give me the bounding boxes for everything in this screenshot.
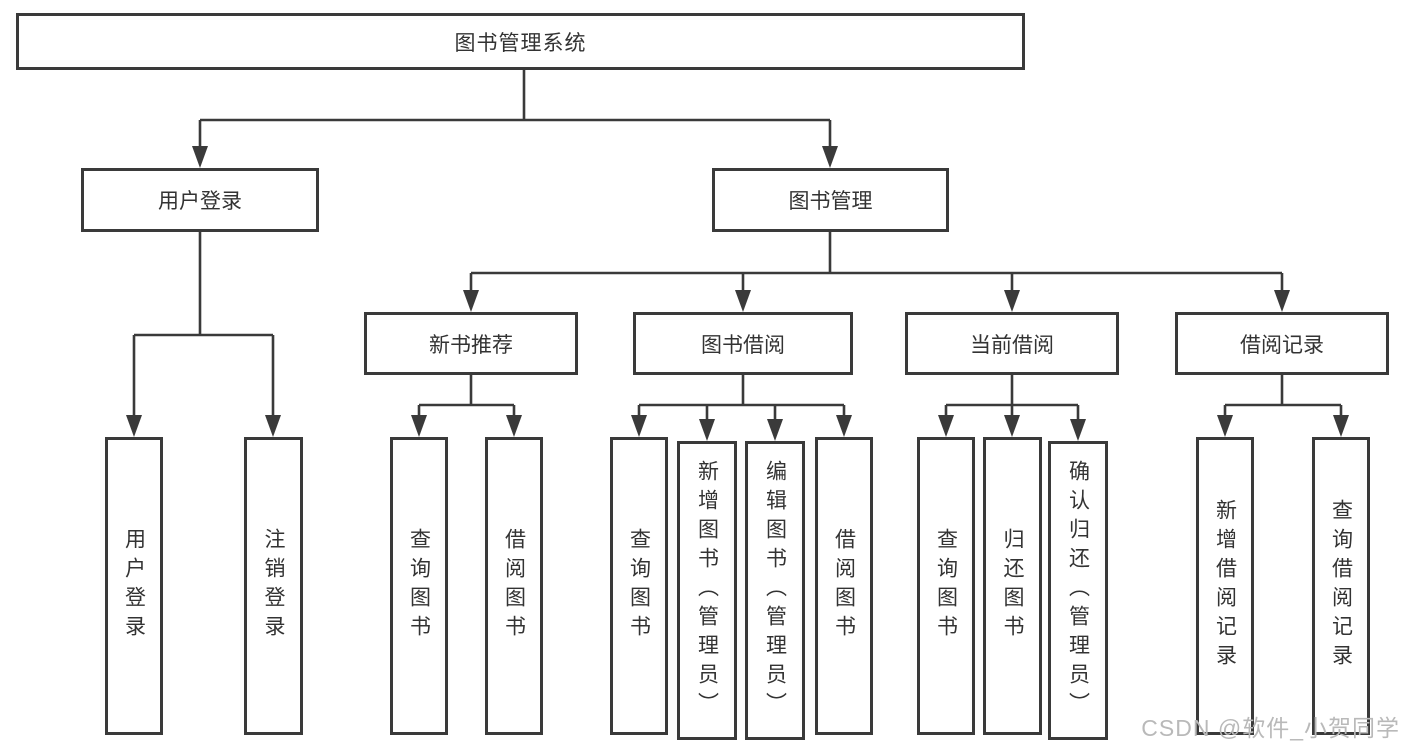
arrow-icon — [126, 415, 142, 437]
node-current-borrowing: 当前借阅 — [905, 312, 1119, 375]
arrow-icon — [1004, 415, 1020, 437]
leaf-query-books-2: 查询图书 — [610, 437, 668, 735]
arrow-icon — [265, 415, 281, 437]
node-new-book-recommendation: 新书推荐 — [364, 312, 578, 375]
leaf-query-borrow-record: 查询借阅记录 — [1312, 437, 1370, 735]
arrow-icon — [192, 146, 208, 168]
arrow-icon — [822, 146, 838, 168]
arrow-icon — [1004, 290, 1020, 312]
leaf-return-books: 归还图书 — [983, 437, 1042, 735]
watermark: CSDN @软件_小贺同学 — [1141, 715, 1400, 741]
leaf-borrow-books: 借阅图书 — [485, 437, 543, 735]
leaf-query-books-3: 查询图书 — [917, 437, 975, 735]
arrow-icon — [735, 290, 751, 312]
arrow-icon — [1217, 415, 1233, 437]
leaf-edit-books-admin: 编辑图书（管理员） — [745, 441, 805, 740]
leaf-confirm-return-admin: 确认归还（管理员） — [1048, 441, 1108, 740]
arrow-icon — [699, 419, 715, 441]
arrow-icon — [767, 419, 783, 441]
arrow-icon — [1333, 415, 1349, 437]
node-book-management: 图书管理 — [712, 168, 949, 232]
node-user-login: 用户登录 — [81, 168, 319, 232]
arrow-icon — [463, 290, 479, 312]
arrow-icon — [836, 415, 852, 437]
leaf-add-books-admin: 新增图书（管理员） — [677, 441, 737, 740]
leaf-user-login: 用户登录 — [105, 437, 163, 735]
arrow-icon — [1070, 419, 1086, 441]
arrow-icon — [411, 415, 427, 437]
leaf-borrow-books-2: 借阅图书 — [815, 437, 873, 735]
leaf-logout: 注销登录 — [244, 437, 303, 735]
leaf-add-borrow-record: 新增借阅记录 — [1196, 437, 1254, 735]
node-book-borrowing: 图书借阅 — [633, 312, 853, 375]
node-borrowing-records: 借阅记录 — [1175, 312, 1389, 375]
arrow-icon — [938, 415, 954, 437]
leaf-query-books: 查询图书 — [390, 437, 448, 735]
arrow-icon — [506, 415, 522, 437]
arrow-icon — [631, 415, 647, 437]
node-library-management-system: 图书管理系统 — [16, 13, 1025, 70]
arrow-icon — [1274, 290, 1290, 312]
